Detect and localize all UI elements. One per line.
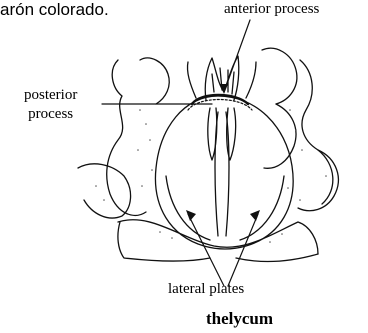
anterior-arrowhead [220, 84, 228, 94]
lateral-leader-right [228, 214, 258, 286]
label-posterior-line1: posterior [24, 86, 77, 105]
anterior-leader [224, 20, 250, 92]
thelycum-outline [155, 96, 293, 249]
lateral-leader-left [188, 214, 224, 286]
label-lateral-plates: lateral plates [168, 281, 244, 298]
lateral-arrowhead-right [250, 210, 260, 221]
left-appendage [107, 60, 146, 215]
label-posterior-line2: process [24, 105, 77, 124]
right-appendage [300, 60, 333, 204]
label-posterior-process: posterior process [24, 86, 77, 124]
lateral-arrowhead-left [186, 210, 196, 221]
caption-text: arón colorado. [0, 0, 109, 20]
right-upper-lobe [262, 48, 297, 104]
label-anterior-process: anterior process [224, 1, 319, 18]
right-lateral-plate [240, 176, 284, 240]
figure-title: thelycum [206, 309, 273, 329]
left-outer-lobe [78, 164, 131, 218]
stipple-texture [95, 109, 327, 243]
